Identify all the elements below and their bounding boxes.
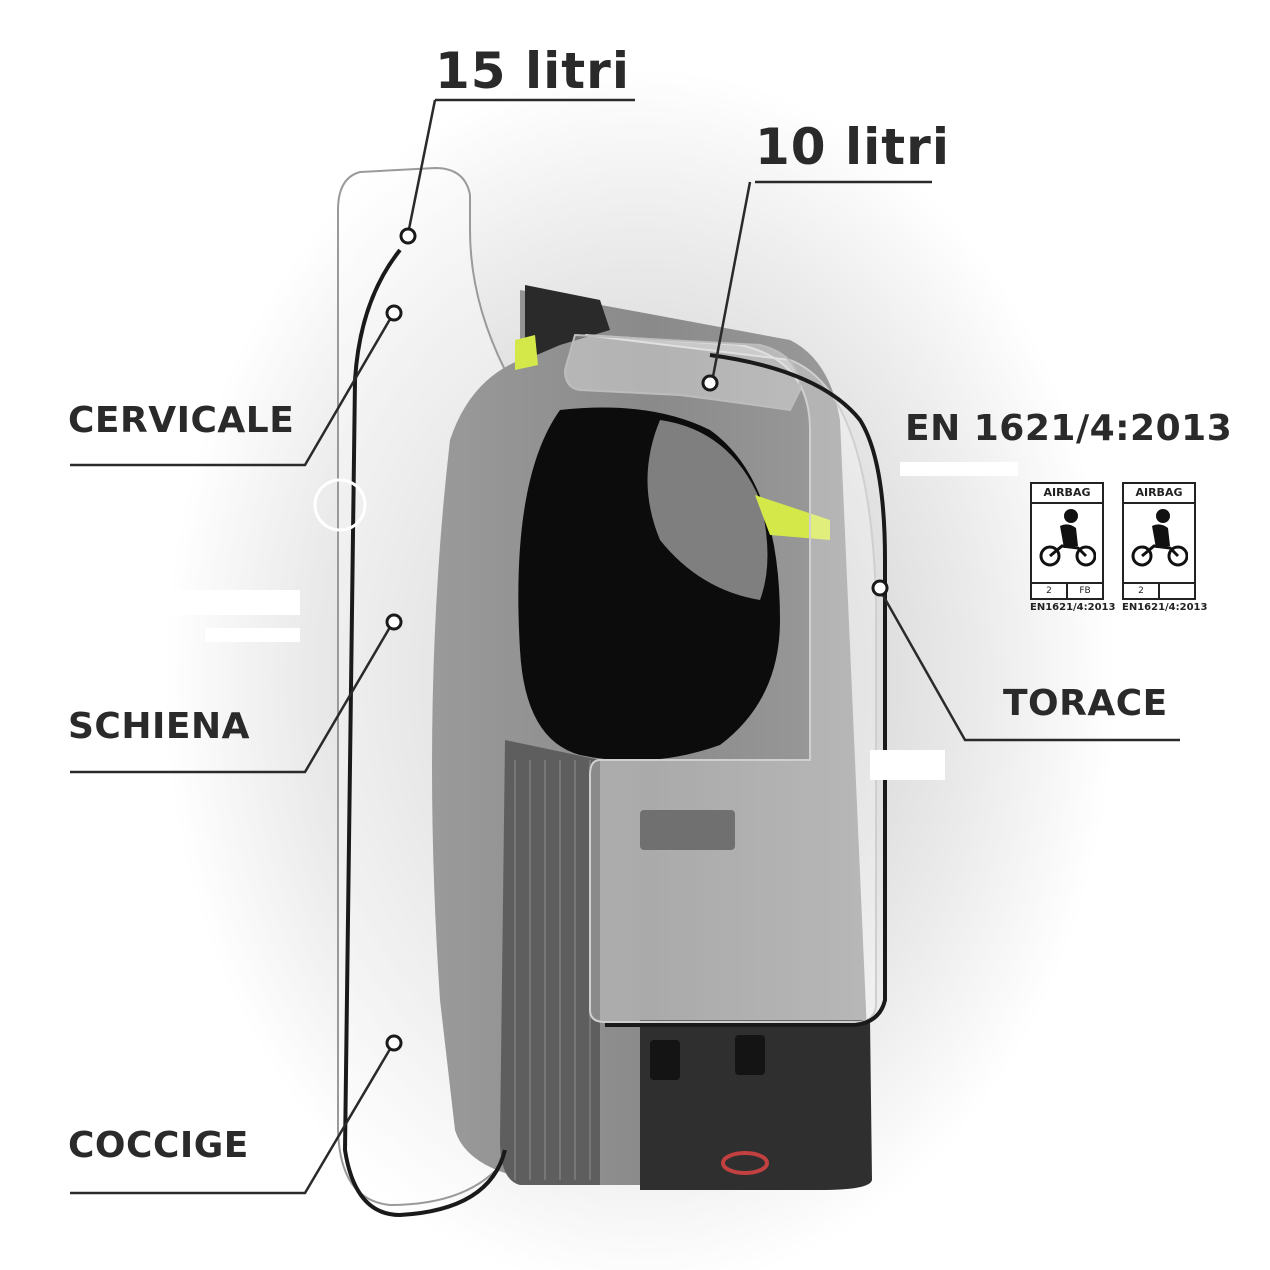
back-airbag-volume-label: 15 litri [435, 42, 630, 100]
zone-label-cervical: CERVICALE [68, 400, 295, 441]
certification-badge-1: AIRBAG 2 FB [1030, 482, 1104, 600]
front-airbag-outline [605, 353, 887, 1027]
zone-label-chest: TORACE [1003, 683, 1168, 724]
vest-side-stripes [514, 760, 591, 1180]
callout-dots [385, 227, 889, 1052]
shoulder-accent [755, 495, 830, 540]
zone-label-back: SCHIENA [68, 706, 250, 747]
motorcyclist-icon [1039, 509, 1096, 567]
certification-badge-2: AIRBAG 2 [1122, 482, 1196, 600]
badge-header: AIRBAG [1124, 484, 1194, 504]
front-airbag-bladder [584, 334, 877, 1023]
badge-footer: 2 FB [1032, 582, 1102, 598]
leader-lines [70, 98, 1180, 1195]
vest-lower-front [640, 1020, 872, 1190]
vest-collar [525, 285, 610, 360]
front-airbag-collar [563, 333, 802, 412]
back-airbag-outline [342, 248, 507, 1218]
rip-cord-tag [721, 1151, 769, 1175]
collar-accent [515, 335, 538, 370]
badge-footer: 2 [1124, 582, 1194, 598]
motorcyclist-icon [1131, 509, 1188, 567]
badge-caption-1: EN1621/4:2013 [1030, 602, 1116, 613]
arm-hole-inner [647, 420, 768, 600]
certification-standard: EN 1621/4:2013 [905, 408, 1233, 449]
decorative-ring [313, 478, 367, 532]
zone-label-coccyx: COCCIGE [68, 1125, 249, 1166]
badge-caption-2: EN1621/4:2013 [1122, 602, 1208, 613]
decorative-bars [115, 462, 1018, 780]
front-buckles [640, 810, 765, 1080]
badge-header: AIRBAG [1032, 484, 1102, 504]
front-airbag-volume-label: 10 litri [755, 118, 950, 176]
